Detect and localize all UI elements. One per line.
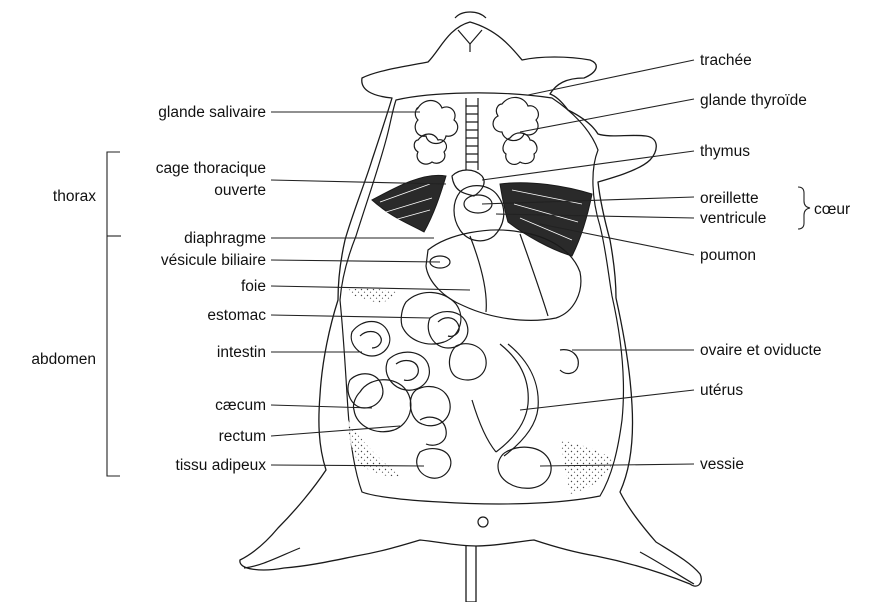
label-glande-thyroide: glande thyroïde	[700, 92, 807, 109]
label-thorax: thorax	[53, 188, 96, 205]
label-diaphragme: diaphragme	[184, 230, 266, 247]
left-labels: glande salivaire cage thoracique ouverte…	[156, 104, 267, 474]
right-labels: trachée glande thyroïde thymus oreillett…	[700, 52, 850, 473]
label-poumon: poumon	[700, 247, 756, 264]
body-outline	[240, 22, 701, 586]
label-oreillette: oreillette	[700, 190, 759, 207]
label-estomac: estomac	[207, 307, 266, 324]
region-labels: thorax abdomen	[31, 188, 96, 368]
animal-illustration	[240, 12, 701, 602]
label-vessie: vessie	[700, 456, 744, 473]
left-bracket	[107, 152, 120, 476]
label-abdomen: abdomen	[31, 351, 96, 368]
label-rectum: rectum	[219, 428, 266, 445]
label-thymus: thymus	[700, 143, 750, 160]
label-foie: foie	[241, 278, 266, 295]
label-tissu-adipeux: tissu adipeux	[176, 457, 267, 474]
label-intestin: intestin	[217, 344, 266, 361]
label-caecum: cæcum	[215, 397, 266, 414]
label-uterus: utérus	[700, 382, 743, 399]
heart-brace	[798, 187, 810, 229]
label-glande-salivaire: glande salivaire	[158, 104, 266, 121]
label-trachee: trachée	[700, 52, 752, 69]
label-cage-thoracique-line1: cage thoracique	[156, 160, 266, 177]
label-ventricule: ventricule	[700, 210, 766, 227]
label-ovaire-oviducte: ovaire et oviducte	[700, 342, 822, 359]
tail	[466, 545, 476, 602]
label-cage-thoracique-line2: ouverte	[214, 182, 266, 199]
label-vesicule-biliaire: vésicule biliaire	[161, 252, 266, 269]
label-coeur: cœur	[814, 201, 850, 218]
